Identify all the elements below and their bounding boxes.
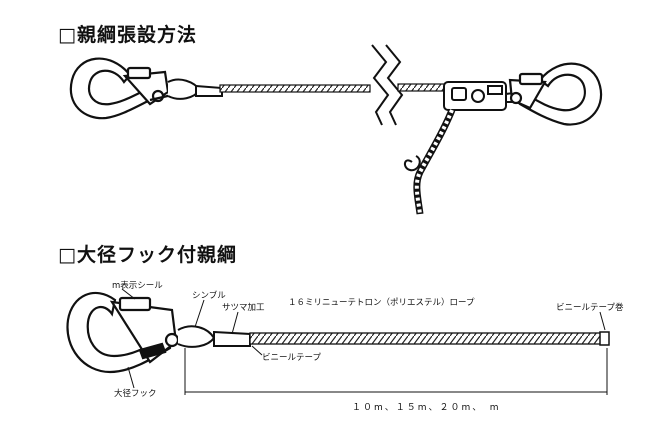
label-rope-spec: １６ミリニューテトロン（ポリエステル）ロープ [288,298,475,308]
vinyl-tape-end [599,331,610,346]
label-large-hook: 大径フック [114,389,157,399]
length-dimension-bracket [184,348,608,395]
section-title-installation-method: □親綱張設方法 [58,24,197,46]
main-rope-section2 [249,332,606,345]
tail-rope-section1 [404,108,456,215]
main-rope-left-section1 [219,84,371,93]
left-hook-section1 [69,57,173,120]
left-thimble-section1 [167,78,223,100]
tensioner-device [443,81,521,111]
label-marking-seal: m表示シール [112,281,163,291]
label-vinyl-tape: ビニールテープ [262,353,321,363]
label-length-options: １０m、１５m、２０m、 m [352,403,501,413]
right-hook-section1 [508,62,603,126]
leader-lines [121,288,606,389]
label-vinyl-tape-end: ビニールテープ巻 [556,303,624,313]
label-satsuma-splice: サツマ加工 [222,303,265,313]
section-title-large-hook-lifeline: □大径フック付親綱 [58,244,237,266]
label-thimble: シンブル [192,291,226,301]
rope-break-symbol [371,44,404,126]
thimble-section2 [177,325,251,348]
large-hook-section2 [66,291,180,374]
main-rope-right-section1 [397,83,449,92]
